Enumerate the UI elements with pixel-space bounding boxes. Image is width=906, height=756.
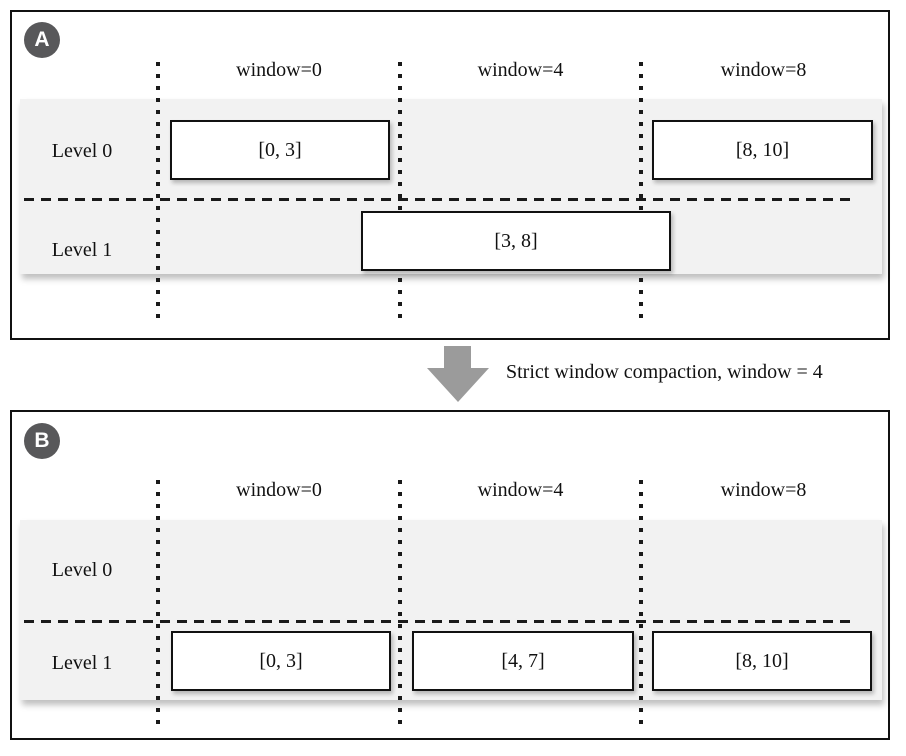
panel-b-level-separator (24, 620, 854, 623)
panel-a-window-divider-4 (398, 62, 402, 326)
panel-a-column-header-window8: window=8 (720, 58, 807, 81)
panel-a-column-header-window0: window=0 (236, 58, 322, 81)
panel-a-level-separator (24, 198, 854, 201)
panel-b-column-header-window0: window=0 (236, 478, 322, 501)
panel-a-box-level1-spanning: [3, 8] (361, 211, 671, 271)
panel-b-badge: B (24, 423, 60, 459)
panel-a-window-divider-0 (156, 62, 160, 326)
panel-b-level0-label: Level 0 (51, 558, 113, 581)
down-arrow-icon (444, 346, 471, 369)
panel-b-box-level1-window4: [4, 7] (412, 631, 634, 691)
panel-b-window-divider-8 (639, 480, 643, 726)
panel-a-column-header-window4: window=4 (477, 58, 564, 81)
panel-a-before: A window=0 window=4 window=8 Level 0 Lev… (10, 10, 890, 340)
panel-a-window-divider-8 (639, 62, 643, 326)
panel-b-box-level1-window0: [0, 3] (171, 631, 391, 691)
panel-b-window-divider-4 (398, 480, 402, 726)
panel-a-box-level0-window8: [8, 10] (652, 120, 873, 180)
panel-b-column-header-window4: window=4 (477, 478, 564, 501)
panel-a-box-level0-window0: [0, 3] (170, 120, 390, 180)
panel-a-level0-label: Level 0 (51, 139, 113, 162)
panel-a-badge: A (24, 22, 60, 58)
panel-b-column-header-window8: window=8 (720, 478, 807, 501)
transition-caption: Strict window compaction, window = 4 (506, 360, 823, 383)
panel-b-after: B window=0 window=4 window=8 Level 0 Lev… (10, 410, 890, 740)
panel-b-box-level1-window8: [8, 10] (652, 631, 872, 691)
panel-a-level1-label: Level 1 (51, 238, 113, 261)
panel-b-window-divider-0 (156, 480, 160, 726)
panel-b-level1-label: Level 1 (51, 651, 113, 674)
down-arrow-head-icon (427, 368, 489, 402)
